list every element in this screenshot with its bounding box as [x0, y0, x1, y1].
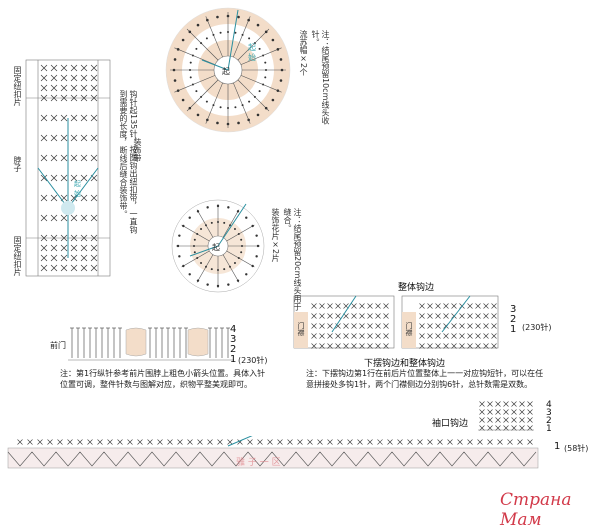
- hem-row-1: 1: [510, 324, 517, 335]
- hem-note-1: 注：下摆钩边第1行在前后片位置整体上一一对应钩短针，可以在任: [306, 369, 544, 378]
- svg-text:起: 起: [222, 67, 230, 76]
- cuff-row-3: 3: [546, 408, 552, 418]
- cuff-row-2: 2: [546, 416, 552, 426]
- site-logo: Страна Мам: [500, 490, 572, 530]
- strap-title: 装饰带: [133, 138, 142, 162]
- door-border-chart: [68, 327, 234, 361]
- hem-side-label-2: 门襟: [405, 322, 413, 336]
- svg-text:起: 起: [248, 43, 256, 52]
- hem-side-label: 门襟: [297, 322, 305, 336]
- svg-text:起: 起: [212, 243, 220, 252]
- door-count: (230针): [238, 356, 268, 365]
- hem-row-3: 3: [510, 304, 517, 315]
- hem-caption: 下摆钩边和整体钩边: [364, 359, 446, 369]
- hem-count: (230针): [522, 323, 552, 332]
- svg-text:始: 始: [248, 52, 256, 62]
- door-row-3: 3: [230, 334, 237, 345]
- hem-row-2: 2: [510, 314, 517, 325]
- strap-note: 钩针起135针，按图钩出纽扣带，一直钩到需要的长度，断线后缝合装饰带。: [119, 90, 138, 234]
- strap-chart: 起始: [25, 59, 111, 277]
- door-note-1: 注：第1行纵针参考前片围脖上粗色小箭头位置。具体入针: [60, 369, 266, 378]
- decor-flower-chart: 起: [171, 199, 265, 293]
- hem-note-2: 意拼接处多钩1针，两个门襟侧边分别钩6针，总针数需是双数。: [306, 380, 533, 389]
- door-label: 前门: [50, 341, 66, 350]
- svg-text:起: 起: [74, 180, 81, 188]
- fixed-edge-label-top: 固定纽扣片: [13, 66, 22, 106]
- decor-flower-note: 装饰花片×2片: [271, 208, 280, 263]
- bottom-count: (58针): [564, 444, 589, 453]
- door-row-4: 4: [230, 324, 237, 335]
- decor-flower-note-2: 注：结尾预留20cm线头用于缝合。: [283, 208, 302, 311]
- hem-chart: [293, 295, 499, 349]
- door-note-2: 位置可调，整件针数与图解对应，织物平整美观即可。: [60, 380, 252, 389]
- pin-label: 脖子: [13, 156, 22, 172]
- fixed-edge-label-bottom: 固定纽扣片: [13, 236, 22, 276]
- tassel-hat-note-2: 注：结尾预留10cm线头收针。: [311, 30, 330, 125]
- bottom-band-chart: [7, 436, 539, 469]
- hem-title: 整体钩边: [398, 283, 435, 293]
- tassel-hat-chart: 起 起始: [165, 7, 291, 133]
- door-row-2: 2: [230, 344, 237, 355]
- cuff-chart: [478, 401, 534, 431]
- cuff-row-1: 1: [546, 424, 552, 434]
- cuff-row-4: 4: [546, 400, 552, 410]
- bottom-row-1: 1: [554, 441, 561, 452]
- watermark: 雅 子 一 区: [236, 458, 281, 468]
- cuff-title: 袖口钩边: [432, 419, 469, 429]
- tassel-hat-note: 流苏帽×2个: [299, 30, 308, 77]
- svg-text:始: 始: [74, 189, 81, 198]
- door-row-1: 1: [230, 354, 237, 365]
